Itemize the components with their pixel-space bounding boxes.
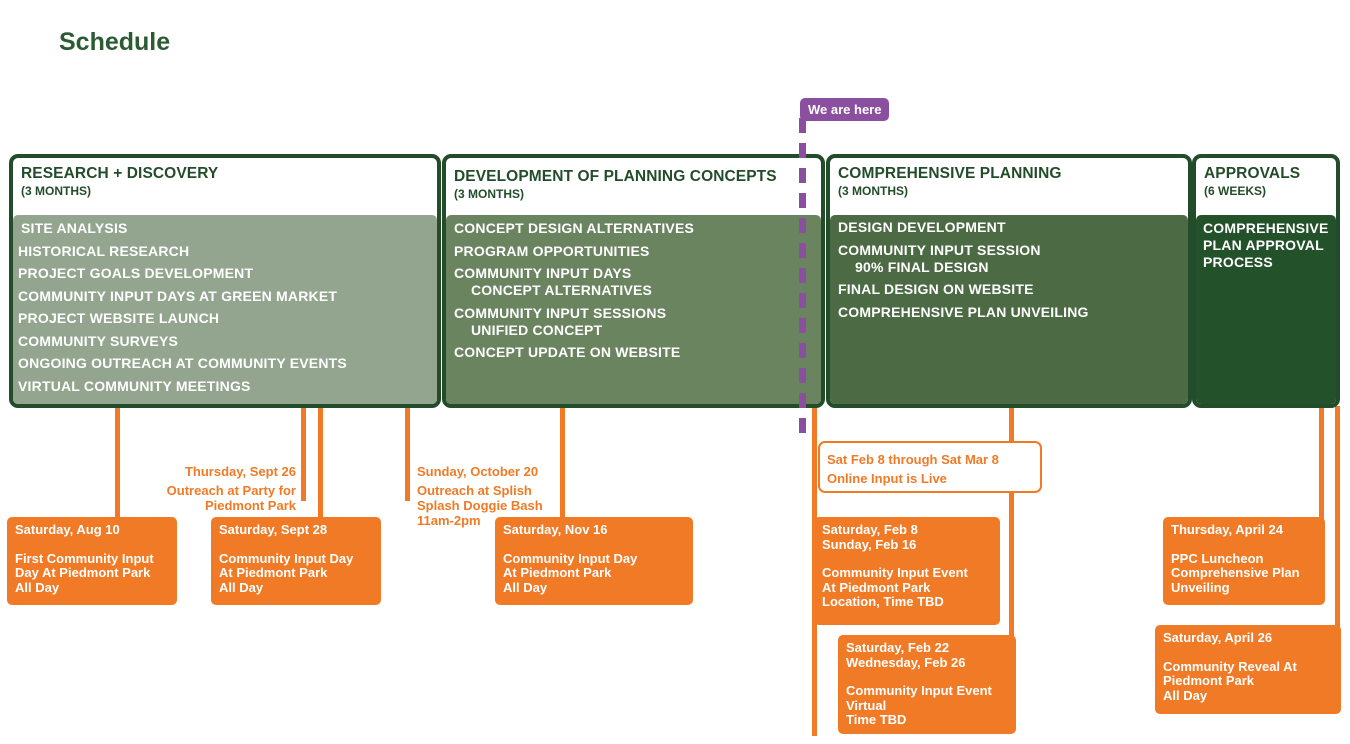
task-sub: 90% FINAL DESIGN bbox=[855, 258, 989, 275]
event-date: Saturday, Nov 16 bbox=[503, 522, 608, 537]
event-text: Community Input Day At Piedmont Park All… bbox=[503, 550, 638, 595]
phase-task-list: CONCEPT DESIGN ALTERNATIVES PROGRAM OPPO… bbox=[446, 215, 821, 404]
task-item: DESIGN DEVELOPMENT bbox=[838, 219, 1006, 235]
phase-title: RESEARCH + DISCOVERY bbox=[21, 165, 219, 182]
task-item: FINAL DESIGN ON WEBSITE bbox=[838, 281, 1034, 297]
event-date: Saturday, Feb 22 Wednesday, Feb 26 bbox=[846, 640, 966, 670]
event-text: First Community Input Day At Piedmont Pa… bbox=[15, 550, 154, 595]
phase-title: APPROVALS bbox=[1204, 165, 1301, 182]
task-main: COMMUNITY INPUT SESSION bbox=[838, 241, 1041, 258]
event-text: PPC Luncheon Comprehensive Plan Unveilin… bbox=[1171, 550, 1300, 595]
task-item: COMMUNITY INPUT SESSION 90% FINAL DESIGN bbox=[838, 242, 1184, 276]
event-date: Thursday, April 24 bbox=[1171, 522, 1283, 537]
phase-title: DEVELOPMENT OF PLANNING CONCEPTS bbox=[454, 168, 777, 185]
event-date: Saturday, Feb 8 Sunday, Feb 16 bbox=[822, 522, 918, 552]
event-card: Saturday, Feb 8 Sunday, Feb 16 Community… bbox=[814, 517, 1000, 625]
current-position-label: We are here bbox=[800, 98, 890, 121]
online-input-dates: Sat Feb 8 through Sat Mar 8 bbox=[827, 452, 999, 467]
current-position-marker bbox=[799, 118, 806, 440]
event-card: Saturday, April 26 Community Reveal At P… bbox=[1155, 625, 1341, 714]
event-date: Saturday, Aug 10 bbox=[15, 522, 120, 537]
task-item: ONGOING OUTREACH AT COMMUNITY EVENTS bbox=[18, 355, 347, 371]
task-item: PROJECT WEBSITE LAUNCH bbox=[18, 310, 220, 326]
task-item: COMMUNITY INPUT DAYS AT GREEN MARKET bbox=[18, 287, 338, 304]
connector-line bbox=[1335, 406, 1340, 634]
task-item: SITE ANALYSIS bbox=[21, 220, 128, 236]
connector-line bbox=[1009, 406, 1014, 638]
note-text: Outreach at Party for Piedmont Park bbox=[166, 483, 296, 513]
phase-task-list: DESIGN DEVELOPMENT COMMUNITY INPUT SESSI… bbox=[830, 215, 1188, 404]
connector-line bbox=[115, 406, 120, 520]
phase-task-list: COMPREHENSIVE PLAN APPROVAL PROCESS bbox=[1196, 215, 1336, 404]
online-input-text: Online Input is Live bbox=[827, 471, 947, 486]
task-item: PROCESS bbox=[1203, 254, 1273, 270]
event-text: Community Input Event Virtual Time TBD bbox=[846, 683, 992, 727]
phase-header: APPROVALS (6 WEEKS) bbox=[1196, 158, 1336, 215]
phase-title: COMPREHENSIVE PLANNING bbox=[838, 165, 1062, 182]
task-sub: CONCEPT ALTERNATIVES bbox=[471, 282, 653, 298]
task-item: COMMUNITY INPUT SESSIONS UNIFIED CONCEPT bbox=[454, 305, 817, 339]
outreach-note: Sunday, October 20 Outreach at Splish Sp… bbox=[417, 449, 567, 543]
task-item: CONCEPT UPDATE ON WEBSITE bbox=[454, 344, 681, 360]
phase-task-list: SITE ANALYSIS HISTORICAL RESEARCH PROJEC… bbox=[13, 215, 437, 404]
online-input-callout: Sat Feb 8 through Sat Mar 8 Online Input… bbox=[818, 441, 1042, 493]
note-date: Sunday, October 20 bbox=[417, 464, 539, 479]
connector-line bbox=[301, 406, 306, 501]
phase-approvals: APPROVALS (6 WEEKS) COMPREHENSIVE PLAN A… bbox=[1192, 154, 1340, 408]
phase-duration: (3 MONTHS) bbox=[838, 184, 908, 198]
event-card: Saturday, Aug 10 First Community Input D… bbox=[7, 517, 177, 605]
task-item: VIRTUAL COMMUNITY MEETINGS bbox=[18, 377, 251, 394]
event-card: Saturday, Sept 28 Community Input Day At… bbox=[211, 517, 381, 605]
note-date: Thursday, Sept 26 bbox=[184, 464, 296, 479]
phase-duration: (3 MONTHS) bbox=[454, 187, 524, 201]
task-item: CONCEPT DESIGN ALTERNATIVES bbox=[454, 220, 695, 236]
outreach-note: Thursday, Sept 26 Outreach at Party for … bbox=[140, 449, 296, 528]
phase-development-planning-concepts: DEVELOPMENT OF PLANNING CONCEPTS (3 MONT… bbox=[442, 154, 825, 408]
task-item: HISTORICAL RESEARCH bbox=[18, 242, 190, 259]
task-item: COMMUNITY SURVEYS bbox=[18, 332, 179, 349]
phase-duration: (3 MONTHS) bbox=[21, 184, 91, 198]
task-item: COMPREHENSIVE PLAN UNVEILING bbox=[838, 303, 1089, 320]
phase-duration: (6 WEEKS) bbox=[1204, 184, 1267, 198]
note-text: Outreach at Splish Splash Doggie Bash 11… bbox=[417, 483, 543, 528]
event-text: Community Input Day At Piedmont Park All… bbox=[219, 550, 354, 595]
phase-header: COMPREHENSIVE PLANNING (3 MONTHS) bbox=[830, 158, 1188, 215]
event-card: Thursday, April 24 PPC Luncheon Comprehe… bbox=[1163, 517, 1325, 605]
connector-line bbox=[405, 406, 410, 501]
phase-research-discovery: RESEARCH + DISCOVERY (3 MONTHS) SITE ANA… bbox=[9, 154, 441, 408]
phase-comprehensive-planning: COMPREHENSIVE PLANNING (3 MONTHS) DESIGN… bbox=[826, 154, 1192, 408]
event-text: Community Input Event At Piedmont Park L… bbox=[822, 565, 968, 609]
task-sub: UNIFIED CONCEPT bbox=[471, 321, 603, 338]
event-date: Saturday, April 26 bbox=[1163, 630, 1273, 645]
task-main: COMMUNITY INPUT SESSIONS bbox=[454, 304, 667, 321]
connector-line bbox=[560, 406, 565, 520]
phase-header: DEVELOPMENT OF PLANNING CONCEPTS (3 MONT… bbox=[446, 158, 821, 215]
event-card: Saturday, Nov 16 Community Input Day At … bbox=[495, 517, 693, 605]
connector-line bbox=[1319, 406, 1324, 558]
page-title: Schedule bbox=[59, 28, 171, 56]
event-date: Saturday, Sept 28 bbox=[219, 522, 328, 537]
task-item: PROJECT GOALS DEVELOPMENT bbox=[18, 265, 254, 281]
event-text: Community Reveal At Piedmont Park All Da… bbox=[1163, 658, 1297, 703]
task-item: COMPREHENSIVE bbox=[1203, 220, 1329, 236]
task-main: COMMUNITY INPUT DAYS bbox=[454, 265, 632, 281]
task-item: PLAN APPROVAL bbox=[1203, 237, 1324, 253]
phase-header: RESEARCH + DISCOVERY (3 MONTHS) bbox=[13, 158, 437, 215]
task-item: COMMUNITY INPUT DAYS CONCEPT ALTERNATIVE… bbox=[454, 265, 817, 299]
event-card: Saturday, Feb 22 Wednesday, Feb 26 Commu… bbox=[838, 635, 1016, 734]
connector-line bbox=[318, 406, 323, 520]
task-item: PROGRAM OPPORTUNITIES bbox=[454, 242, 650, 259]
